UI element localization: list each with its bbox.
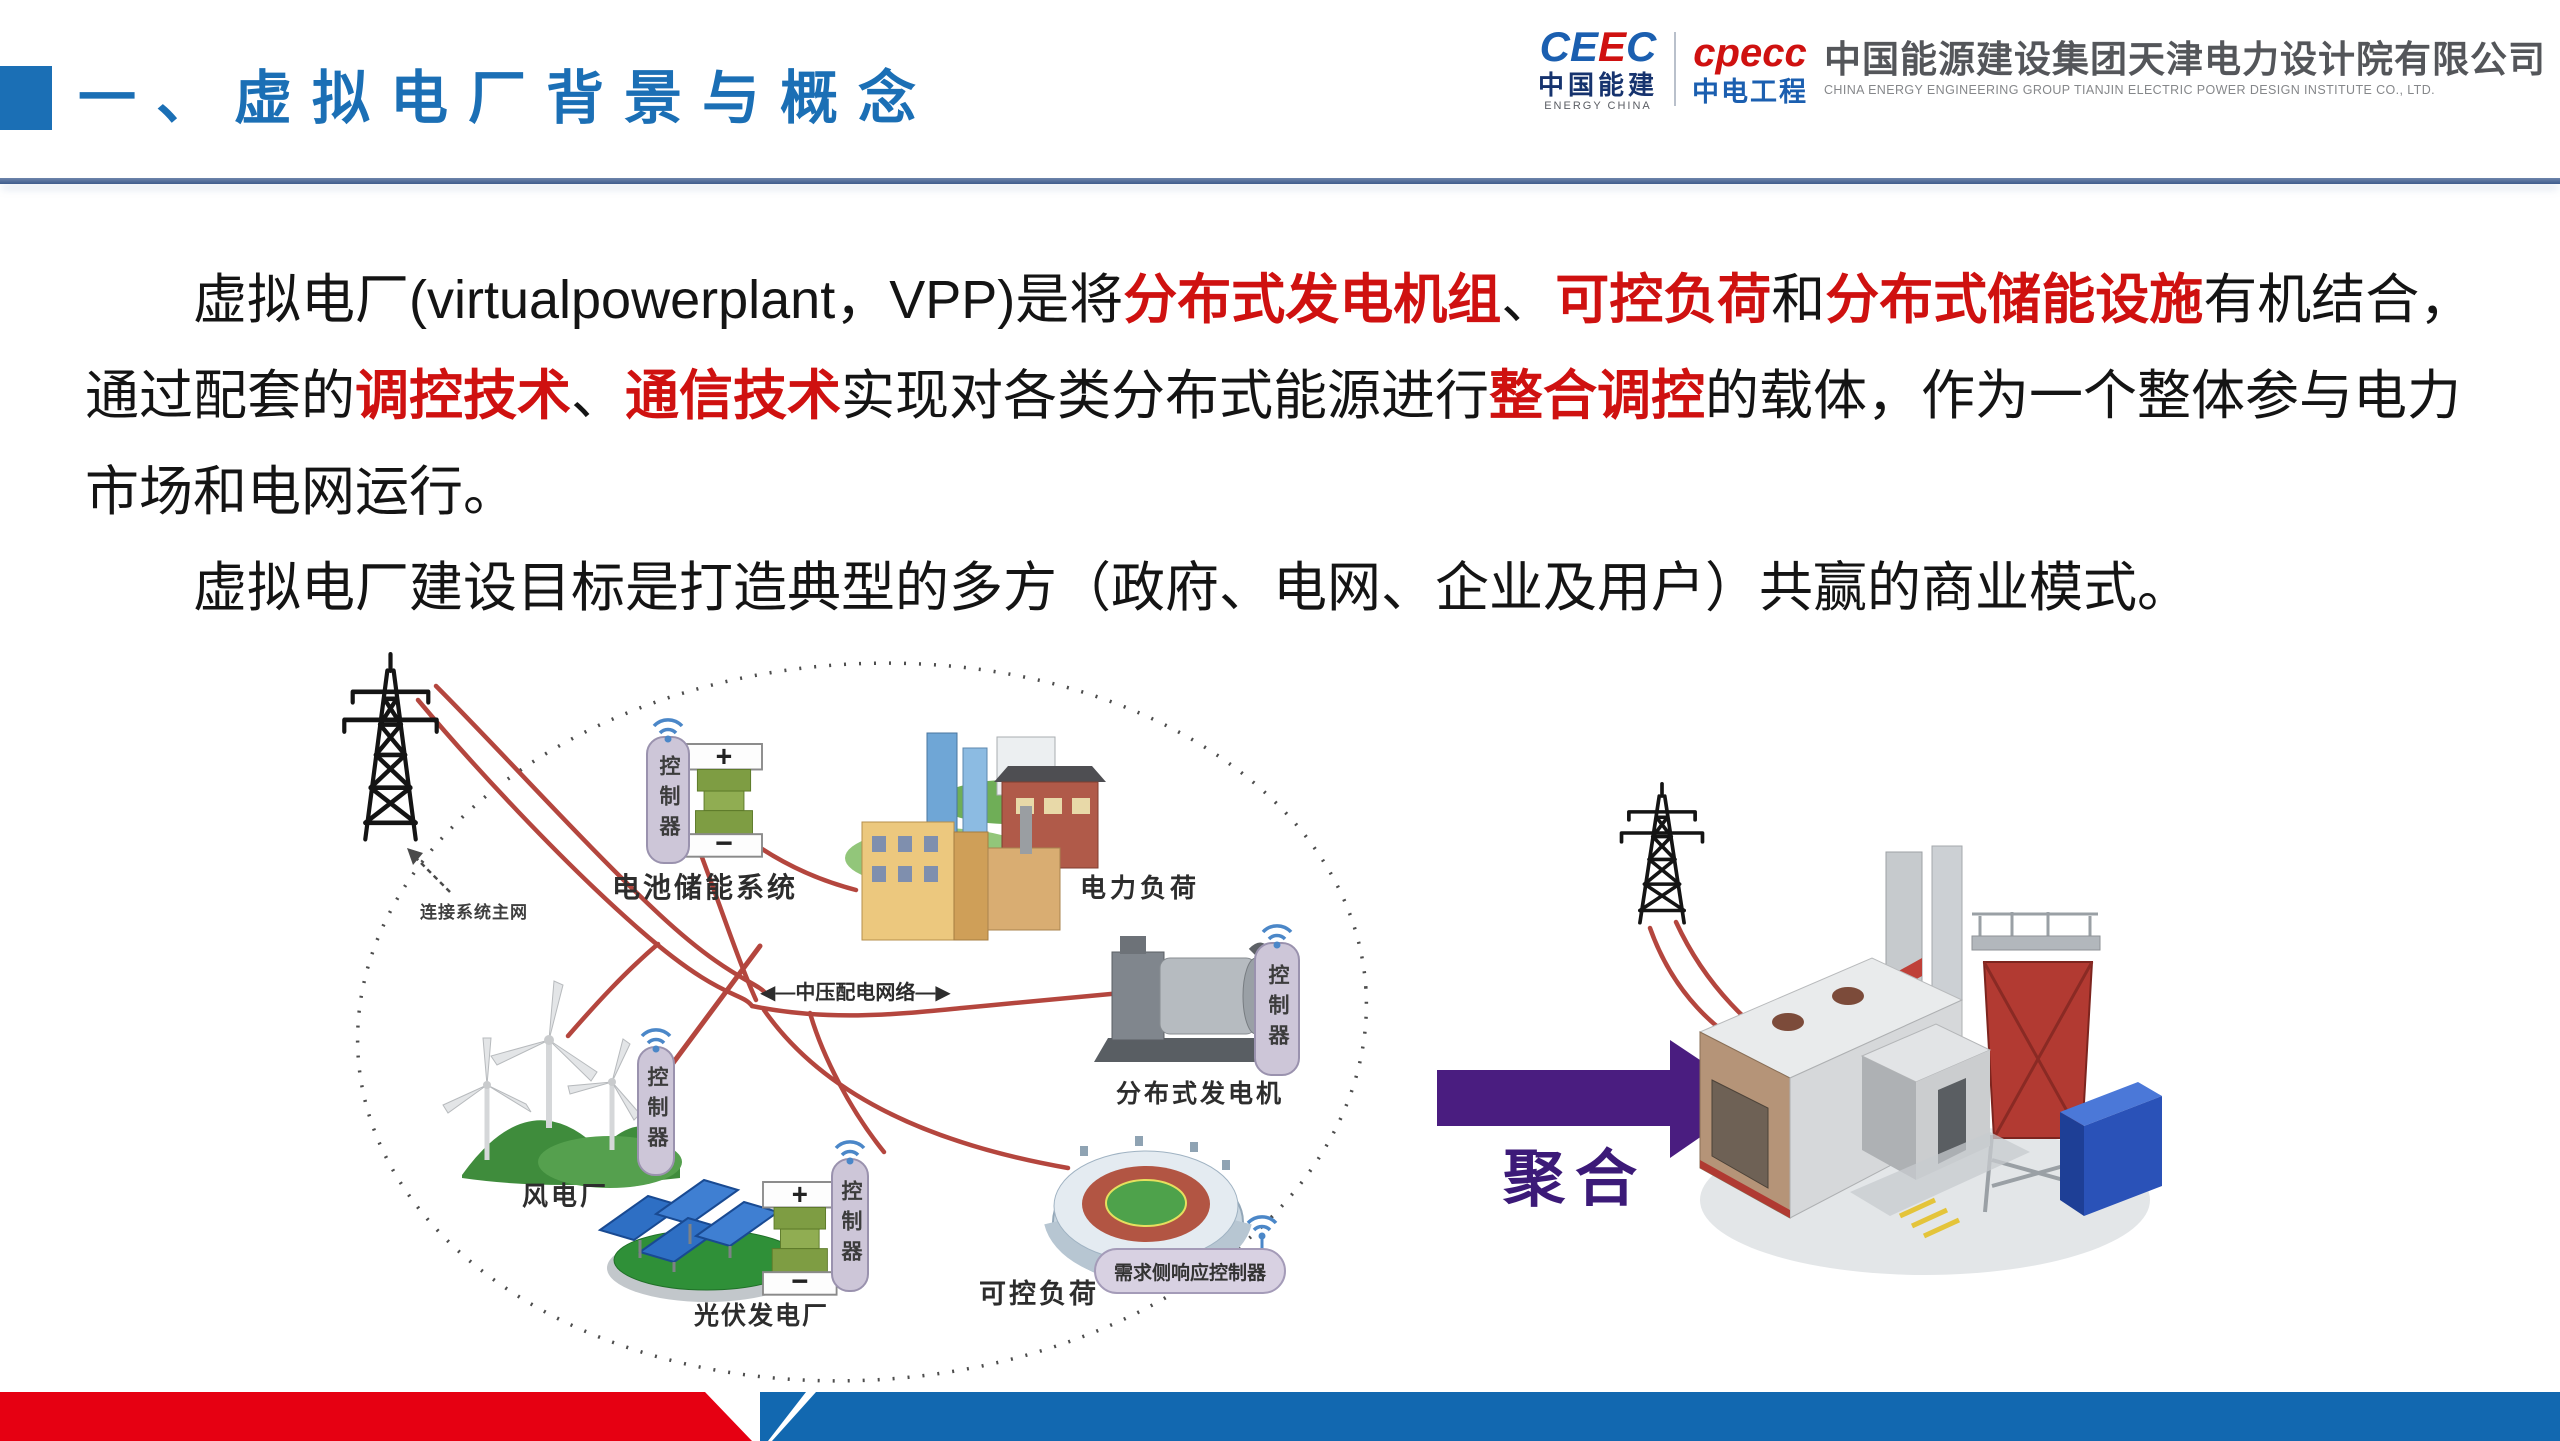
controller-pv: 控制器 xyxy=(831,1140,869,1292)
generator-illustration xyxy=(1094,936,1276,1062)
company-name-block: 中国能源建设集团天津电力设计院有限公司 CHINA ENERGY ENGINEE… xyxy=(1824,41,2546,97)
ceec-mark-right: C xyxy=(1626,23,1657,70)
battery-icon xyxy=(685,740,763,862)
pv-plant-illustration xyxy=(597,1178,807,1302)
vpp-diagram-graphic: + − xyxy=(0,640,2162,1383)
footer-red-stripe xyxy=(0,1392,752,1441)
demand-response-controller-bubble: 需求侧响应控制器 xyxy=(1094,1248,1286,1294)
title-bullet-square xyxy=(0,66,52,130)
ceec-logo-en: ENERGY CHINA xyxy=(1544,100,1652,112)
label-controllable-load: 可控负荷 xyxy=(979,1279,1099,1309)
text-segment: 市场和电网运行。 xyxy=(85,462,517,522)
cpecc-logo: cpecc 中电工程 xyxy=(1692,33,1808,106)
highlight-segment: 调控技术 xyxy=(355,366,571,426)
text-segment: 、 xyxy=(571,366,625,426)
text-segment: 和 xyxy=(1771,270,1826,330)
text-segment: 、 xyxy=(1501,270,1556,330)
text-segment: 通过配套的 xyxy=(85,366,355,426)
transmission-tower-icon xyxy=(1619,781,1705,925)
text-segment: 虚拟电厂建设目标是打造典型的多方（政府、电网、企业及用户）共赢的商业模式。 xyxy=(193,558,2191,618)
paragraph-line: 虚拟电厂建设目标是打造典型的多方（政府、电网、企业及用户）共赢的商业模式。 xyxy=(85,540,2495,636)
cpecc-logo-cn: 中电工程 xyxy=(1692,76,1808,107)
wifi-icon xyxy=(640,1028,672,1053)
controller-label: 控制器 xyxy=(657,755,680,845)
label-distributed-generator: 分布式发电机 xyxy=(1116,1080,1285,1108)
city-buildings-illustration xyxy=(845,732,1106,941)
label-battery-storage: 电池储能系统 xyxy=(612,872,799,903)
ceec-mark-mid: E xyxy=(1597,23,1626,70)
highlight-segment: 通信技术 xyxy=(625,366,841,426)
footer-stripes xyxy=(0,1392,2560,1441)
paragraph-line: 市场和电网运行。 xyxy=(85,444,2495,540)
label-grid-link: 连接系统主网 xyxy=(420,903,528,922)
ceec-logo-cn: 中国能建 xyxy=(1537,70,1658,100)
paragraph-line: 虚拟电厂(virtualpowerplant，VPP)是将分布式发电机组、可控负… xyxy=(85,252,2495,348)
label-pv-plant: 光伏发电厂 xyxy=(694,1302,830,1330)
page-title: 一、虚拟电厂背景与概念 xyxy=(78,66,937,131)
ceec-logo-mark: CEEC xyxy=(1538,26,1658,68)
controller-battery: 控制器 xyxy=(646,718,690,864)
vpp-boundary-ellipse xyxy=(355,661,1369,1383)
highlight-segment: 分布式发电机组 xyxy=(1123,270,1502,330)
text-segment: 有机结合， xyxy=(2203,270,2474,330)
power-plant-illustration xyxy=(1698,845,2162,1275)
controller-wind: 控制器 xyxy=(637,1028,675,1176)
text-segment: 虚拟电厂(virtualpowerplant，VPP)是将 xyxy=(193,270,1124,330)
text-segment: 实现对各类分布式能源进行 xyxy=(841,366,1489,426)
company-name-en: CHINA ENERGY ENGINEERING GROUP TIANJIN E… xyxy=(1824,83,2436,98)
logo-divider xyxy=(1674,32,1676,106)
header-logos: CEEC 中国能建 ENERGY CHINA cpecc 中电工程 中国能源建设… xyxy=(1538,26,2546,112)
paragraph-line: 通过配套的调控技术、通信技术实现对各类分布式能源进行整合调控的载体，作为一个整体… xyxy=(85,348,2495,444)
controller-label: 控制器 xyxy=(839,1180,862,1270)
wifi-icon xyxy=(1261,924,1293,949)
company-name-cn: 中国能源建设集团天津电力设计院有限公司 xyxy=(1824,39,2546,81)
highlight-segment: 可控负荷 xyxy=(1555,270,1772,330)
power-network-lines xyxy=(415,683,1805,1171)
wifi-icon xyxy=(652,718,684,743)
footer-blue-wedge xyxy=(760,1392,806,1441)
highlight-segment: 分布式储能设施 xyxy=(1825,270,2204,330)
cpecc-logo-mark: cpecc xyxy=(1693,30,1807,75)
controller-label: 控制器 xyxy=(645,1066,668,1156)
highlight-segment: 整合调控 xyxy=(1489,366,1705,426)
wifi-icon xyxy=(834,1140,866,1165)
transmission-tower-icon xyxy=(344,654,436,839)
body-text: 虚拟电厂(virtualpowerplant，VPP)是将分布式发电机组、可控负… xyxy=(85,252,2495,636)
label-mv-network: ◀—中压配电网络—▶ xyxy=(760,982,951,1004)
grid-link-arrow xyxy=(407,848,451,893)
controller-label: 控制器 xyxy=(1266,964,1289,1054)
ceec-logo: CEEC 中国能建 ENERGY CHINA xyxy=(1538,26,1658,112)
text-segment: 的载体，作为一个整体参与电力 xyxy=(1705,366,2461,426)
ceec-mark-left: CE xyxy=(1539,23,1598,70)
label-aggregation: 聚合 xyxy=(1503,1145,1648,1214)
aggregation-arrow xyxy=(1437,1040,1757,1158)
label-power-load: 电力负荷 xyxy=(1080,873,1201,903)
footer-blue-stripe xyxy=(772,1392,2560,1441)
label-wind-farm: 风电厂 xyxy=(522,1181,610,1211)
header-divider-line xyxy=(0,178,2560,184)
controller-generator: 控制器 xyxy=(1254,924,1300,1076)
